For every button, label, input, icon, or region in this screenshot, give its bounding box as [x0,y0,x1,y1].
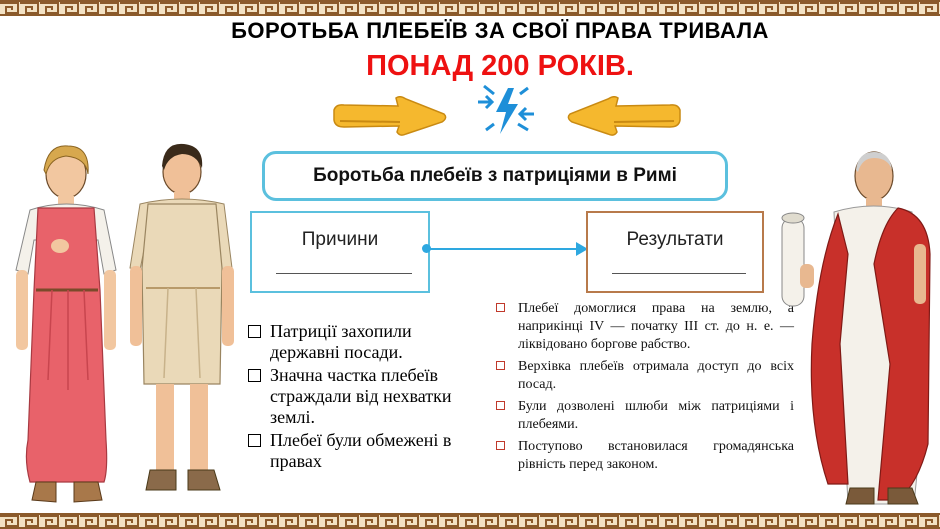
checkbox-icon [496,303,505,312]
list-item: Значна частка плебеїв страждали від нехв… [246,365,476,428]
arrow-left-icon [567,96,681,136]
greek-key-border-top [0,0,940,16]
causes-box: Причини [250,211,430,293]
list-item: Верхівка плебеїв отримала доступ до всіх… [494,358,794,394]
topic-box: Боротьба плебеїв з патриціями в Римі [262,151,728,201]
list-item: Були дозволені шлюби між патриціями і пл… [494,398,794,434]
greek-key-border-bottom [0,513,940,529]
connector-arrowhead-icon [576,242,588,256]
checkbox-icon [248,325,261,338]
arrow-right-icon [333,96,447,136]
causes-underline [276,273,412,274]
topic-text: Боротьба плебеїв з патриціями в Римі [313,165,677,186]
title-line-1: БОРОТЬБА ПЛЕБЕЇВ ЗА СВОЇ ПРАВА ТРИВАЛА [231,18,769,43]
checkbox-icon [496,401,505,410]
clash-lightning-icon [478,84,534,134]
checkbox-icon [496,441,505,450]
results-underline [612,273,746,274]
results-label: Результати [626,229,724,250]
checkbox-icon [248,434,261,447]
plebeian-woman-figure [15,145,117,503]
checkbox-icon [248,369,261,382]
patrician-figure [781,151,931,505]
title-line-2: ПОНАД 200 РОКІВ. [366,50,634,82]
list-item: Плебеї домоглися права на землю, а напри… [494,300,794,354]
plebeian-man-figure [129,143,234,491]
list-item: Патриції захопили державні посади. [246,321,476,363]
causes-label: Причини [301,229,379,250]
checkbox-icon [496,361,505,370]
connector-line [426,248,586,250]
connector-dot [422,244,431,253]
list-item: Поступово встановилася громадянська рівн… [494,438,794,474]
results-box: Результати [586,211,764,293]
results-list: Плебеї домоглися права на землю, а напри… [494,300,794,478]
list-item: Плебеї були обмежені в правах [246,430,476,472]
causes-list: Патриції захопили державні посади. Значн… [246,321,476,474]
